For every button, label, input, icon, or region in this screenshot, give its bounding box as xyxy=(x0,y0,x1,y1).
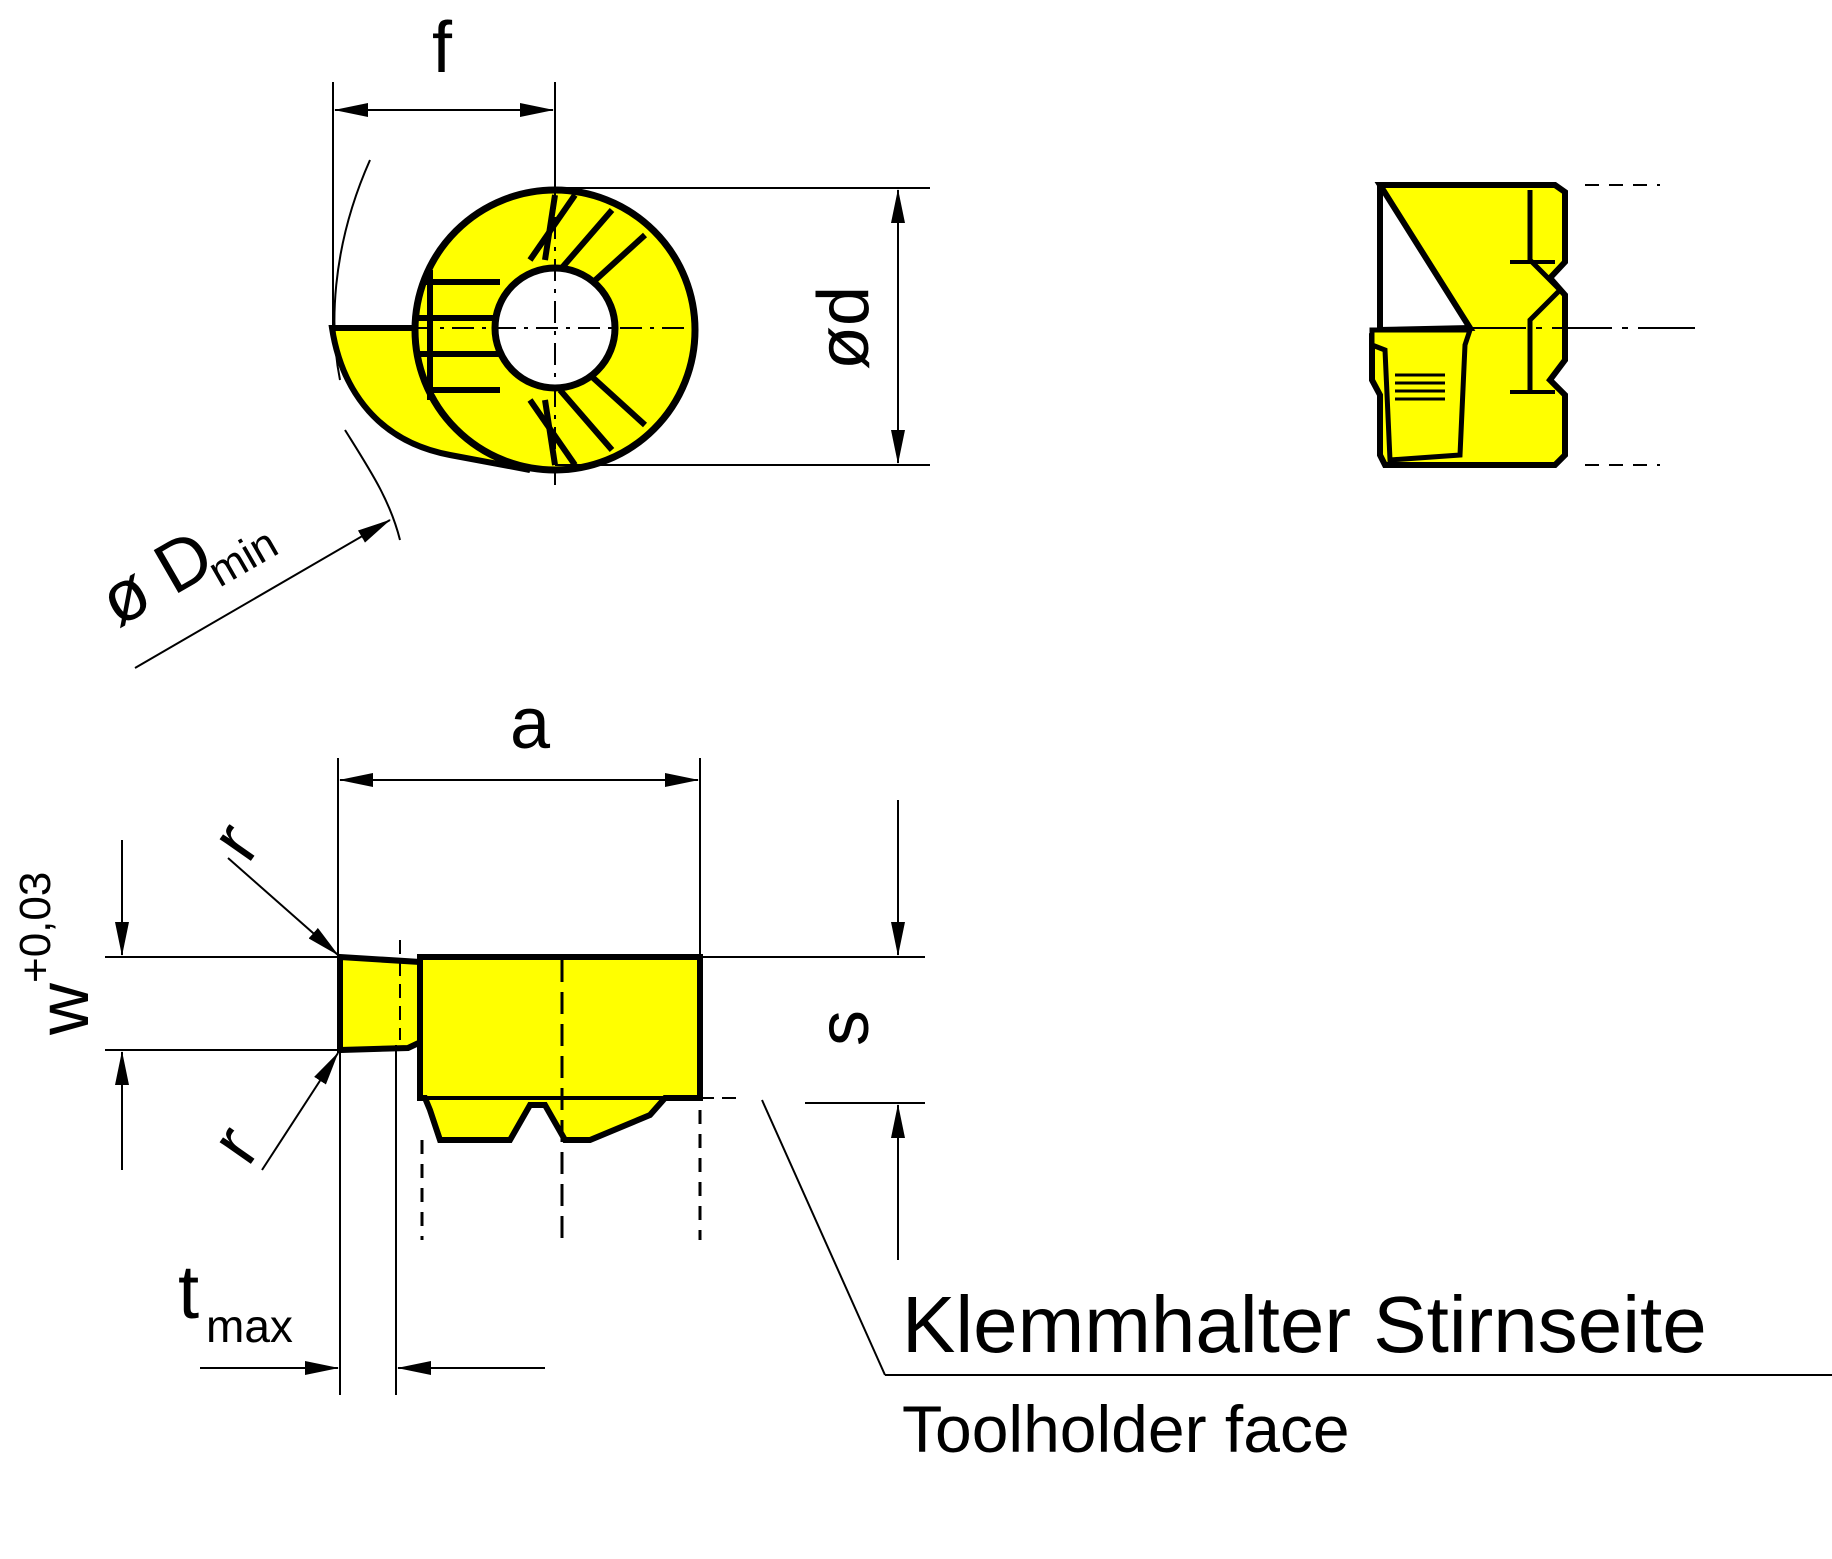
dmin-leader xyxy=(134,519,391,669)
end-view xyxy=(134,82,930,669)
svg-text:t: t xyxy=(178,1250,199,1335)
label-s: s xyxy=(804,1010,884,1046)
label-f: f xyxy=(432,8,453,88)
svg-text:ø D: ø D xyxy=(86,515,226,642)
groove-lines-right xyxy=(527,193,648,467)
front-view xyxy=(105,758,1832,1395)
label-tmax: t max xyxy=(178,1250,293,1352)
label-a: a xyxy=(510,684,551,764)
label-r-bottom: r xyxy=(196,1112,275,1178)
front-body xyxy=(417,954,703,1143)
side-tab xyxy=(1369,327,1474,463)
groove-lines-left xyxy=(416,270,500,400)
svg-text:w: w xyxy=(24,982,104,1036)
label-w: w +0,03 xyxy=(11,872,104,1036)
svg-text:max: max xyxy=(206,1300,293,1352)
front-nose xyxy=(337,953,429,1054)
label-dmin: ø D min xyxy=(86,515,286,642)
label-face-en: Toolholder face xyxy=(902,1392,1350,1466)
label-face-de: Klemmhalter Stirnseite xyxy=(902,1280,1707,1369)
svg-text:+0,03: +0,03 xyxy=(11,872,60,983)
label-d: ød xyxy=(804,286,884,370)
side-view xyxy=(1369,182,1695,468)
